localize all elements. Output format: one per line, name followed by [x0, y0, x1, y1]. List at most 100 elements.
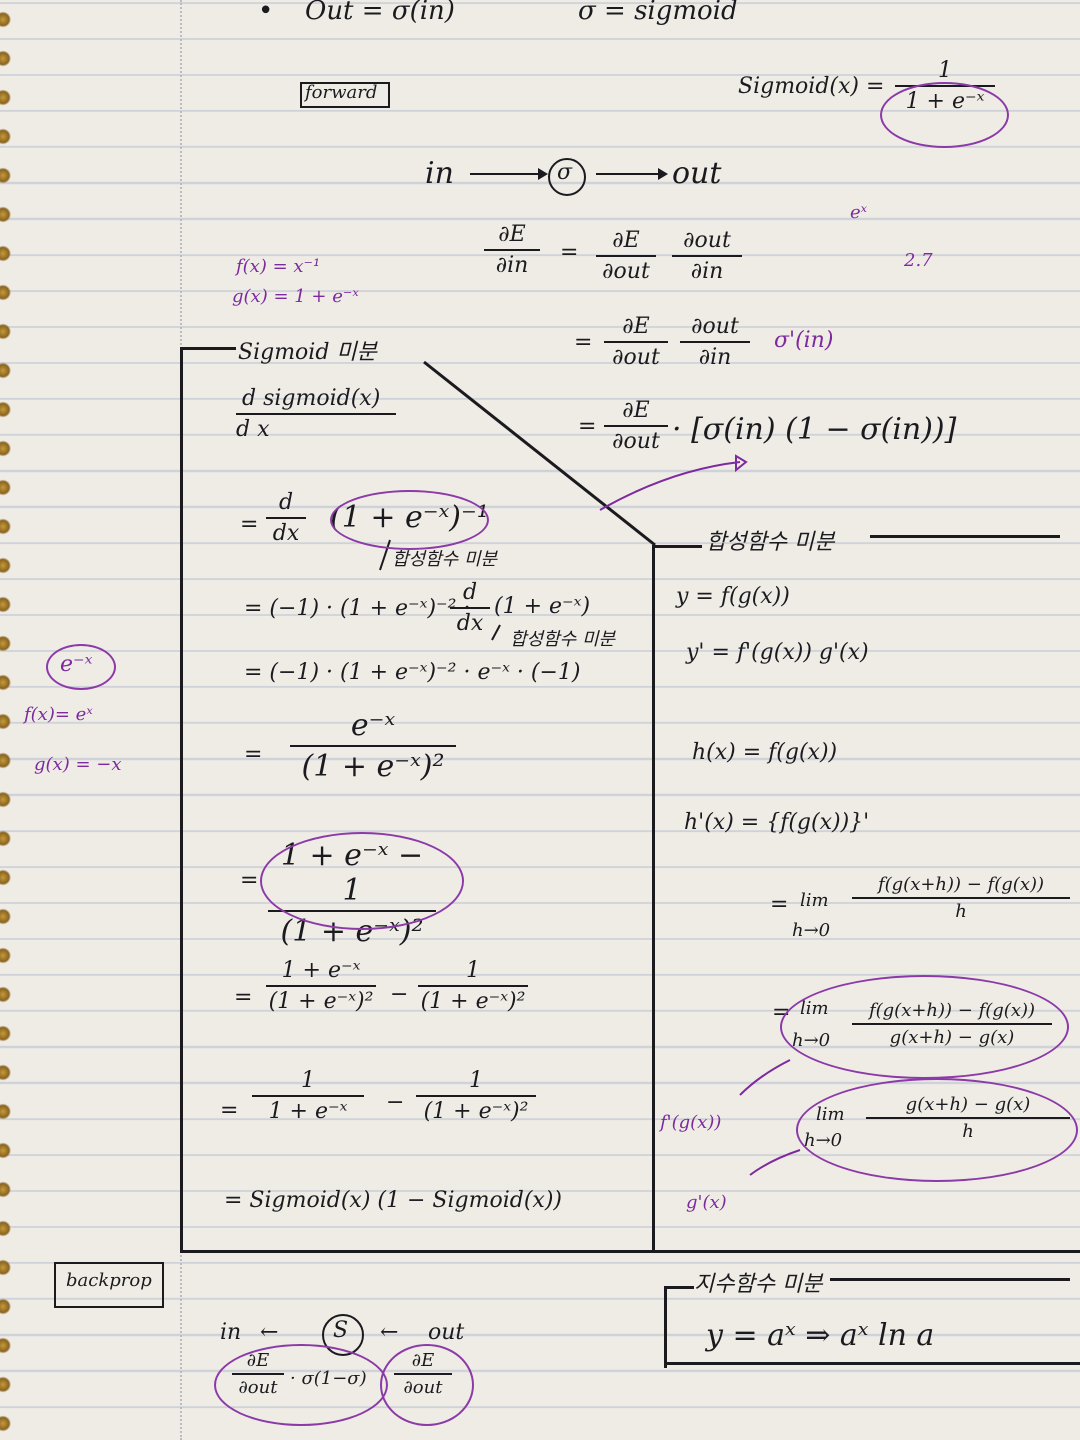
step7-eq: = [220, 1098, 239, 1123]
step4-eq: = [244, 742, 263, 767]
step6-a-den: (1 + e⁻ˣ)² [268, 989, 374, 1014]
step6-b-den: (1 + e⁻ˣ)² [420, 989, 526, 1014]
lim1-num: f(g(x+h)) − f(g(x)) [852, 874, 1070, 899]
backprop-a-circle [214, 1344, 388, 1426]
sigmoid-final: = Sigmoid(x) (1 − Sigmoid(x)) [224, 1188, 562, 1213]
note2-pointer [491, 624, 501, 641]
deriv-eq1-a-num: ∂E [596, 228, 656, 257]
step7-a-den: 1 + e⁻ˣ [268, 1099, 348, 1124]
forward-label: forward [305, 82, 378, 103]
backprop-arrow-2: ← [380, 1320, 399, 1345]
deriv-eq2-sigma: σ'(in) [774, 328, 834, 353]
step7-a-frac: 1 1 + e⁻ˣ [252, 1068, 364, 1124]
sigmoid-box-bottom [180, 1250, 1080, 1253]
deriv-lhs-num: ∂E [484, 222, 540, 251]
bullet: • [258, 0, 274, 26]
lim3-circle [796, 1078, 1078, 1182]
deriv-eq2-b-num: ∂out [680, 314, 750, 343]
ann-fprime: f'(g(x)) [660, 1112, 722, 1133]
lim1-den: h [955, 901, 967, 922]
deriv-eq3-a: ∂E ∂out [604, 398, 668, 454]
lim2-circle [780, 975, 1069, 1079]
d-x-den: d x [236, 417, 270, 442]
backprop-arrow-1: ← [260, 1320, 279, 1345]
composite-h-def: h(x) = f(g(x)) [692, 740, 838, 765]
eq-sign-2: = [574, 330, 593, 355]
chain-in: in [425, 156, 454, 191]
backprop-node: S [333, 1318, 349, 1343]
deriv-eq1-b: ∂out ∂in [672, 228, 742, 284]
d-sigmoid-num: d sigmoid(x) [236, 386, 396, 415]
step2-num: d [450, 580, 490, 609]
step6-b-num: 1 [418, 958, 528, 987]
deriv-eq3-a-num: ∂E [604, 398, 668, 427]
deriv-eq2-a: ∂E ∂out [604, 314, 668, 370]
chain-node: σ [557, 160, 573, 185]
step1-note: 합성함수 미분 [392, 549, 498, 570]
step7-minus: − [386, 1090, 405, 1115]
sigmoid-box-left [180, 347, 183, 1253]
purple-note: 2.7 [904, 250, 933, 271]
chain-arrow-1-head [538, 168, 548, 180]
sigmoid-derivative-header: d sigmoid(x) d x [236, 386, 396, 442]
sigmoid-def-left: Sigmoid(x) = [738, 74, 885, 99]
eq-sign-1: = [560, 240, 579, 265]
step1-den: dx [272, 521, 300, 546]
margin-g-neg: g(x) = −x [34, 754, 122, 775]
step1-num: d [266, 490, 306, 519]
step7-a-num: 1 [252, 1068, 364, 1097]
sigmoid-box-top [180, 347, 236, 350]
spiral-binding [0, 0, 22, 1440]
composite-y-def: y = f(g(x)) [676, 584, 790, 609]
step2-rest: (1 + e⁻ˣ) [494, 594, 591, 619]
step4-num: e⁻ˣ [290, 708, 456, 747]
step2-frac: d dx [450, 580, 490, 636]
out-equation: Out = σ(in) [305, 0, 455, 26]
ann-gprime: g'(x) [686, 1192, 727, 1213]
backprop-in: in [220, 1320, 242, 1345]
deriv-eq1-a-den: ∂out [602, 259, 650, 284]
step3-text: = (−1) · (1 + e⁻ˣ)⁻² · e⁻ˣ · (−1) [244, 660, 581, 685]
step2-text: = (−1) · (1 + e⁻ˣ)⁻² · [244, 596, 471, 621]
sigma-definition: σ = sigmoid [578, 0, 738, 26]
lim1-sub: h→0 [792, 920, 831, 941]
backprop-b-circle [380, 1344, 474, 1426]
lim1-lim: lim [800, 890, 829, 911]
margin-e-neg-circle [46, 644, 116, 690]
purple-arrowhead [735, 454, 748, 473]
backprop-out: out [428, 1320, 465, 1345]
purple-ex: eˣ [850, 202, 868, 223]
exp-box-top-left [664, 1286, 694, 1289]
composite-box-top-right [870, 535, 1060, 538]
eq-sign-3: = [578, 414, 597, 439]
step2-den: dx [456, 611, 484, 636]
composite-h-prime: h'(x) = {f(g(x))}' [684, 810, 870, 835]
fprime-pointer [739, 1059, 791, 1096]
margin-f-e: f(x)= eˣ [24, 704, 93, 725]
step1-circle [330, 490, 489, 550]
step7-b-frac: 1 (1 + e⁻ˣ)² [416, 1068, 536, 1124]
chain-arrow-2-head [658, 168, 668, 180]
step6-eq: = [234, 985, 253, 1010]
deriv-eq2-b: ∂out ∂in [680, 314, 750, 370]
exp-title: 지수함수 미분 [694, 1272, 823, 1297]
composite-box-left [652, 545, 655, 1250]
deriv-eq3-a-den: ∂out [612, 429, 660, 454]
step5-eq: = [240, 868, 259, 893]
step7-b-num: 1 [416, 1068, 536, 1097]
margin-g-def: g(x) = 1 + e⁻ˣ [232, 286, 359, 307]
exp-box-bottom [664, 1362, 1080, 1365]
deriv-eq2-a-num: ∂E [604, 314, 668, 343]
deriv-lhs-den: ∂in [495, 253, 529, 278]
step7-b-den: (1 + e⁻ˣ)² [423, 1099, 529, 1124]
step6-a-num: 1 + e⁻ˣ [266, 958, 376, 987]
composite-title: 합성함수 미분 [706, 530, 835, 555]
sigmoid-box-title: Sigmoid 미분 [238, 340, 377, 365]
forward-label-box [300, 82, 390, 108]
step1-frac: d dx [266, 490, 306, 546]
step1-eq: = [240, 512, 259, 537]
lim1-frac: f(g(x+h)) − f(g(x)) h [852, 874, 1070, 922]
step4-frac: e⁻ˣ (1 + e⁻ˣ)² [290, 708, 456, 784]
